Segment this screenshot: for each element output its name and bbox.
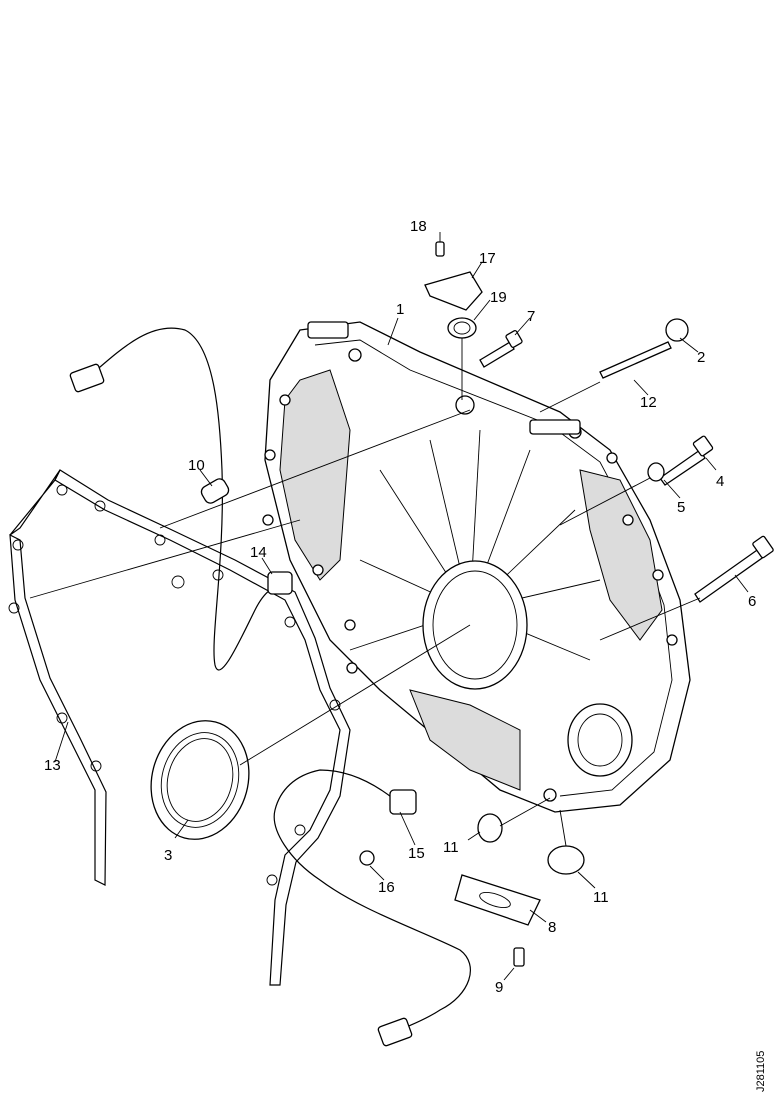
dowel-10 xyxy=(200,478,230,504)
callout-7: 7 xyxy=(527,308,535,325)
plug-2 xyxy=(665,318,689,342)
screw-9 xyxy=(513,947,525,967)
callout-14: 14 xyxy=(250,544,267,561)
leader-lines xyxy=(29,232,749,981)
callout-5: 5 xyxy=(677,499,685,516)
callout-8: 8 xyxy=(548,919,556,936)
callout-17: 17 xyxy=(479,250,496,267)
sensor-cable-15 xyxy=(273,769,471,1047)
callout-9: 9 xyxy=(495,979,503,996)
callout-2: 2 xyxy=(697,349,705,366)
callout-4: 4 xyxy=(716,473,724,490)
bolt-4 xyxy=(659,449,706,486)
callout-19: 19 xyxy=(490,289,507,306)
reference-code: J281105 xyxy=(755,1051,767,1092)
bolt-7 xyxy=(479,341,515,368)
callout-labels: 1 2 3 4 5 6 7 8 9 10 11 11 12 13 14 15 1… xyxy=(44,218,756,996)
cover-17 xyxy=(424,271,483,311)
washer-5 xyxy=(647,462,665,482)
seal-3 xyxy=(150,720,250,840)
seal-19 xyxy=(447,317,477,339)
screw-16 xyxy=(359,850,375,866)
callout-18: 18 xyxy=(410,218,427,235)
callout-16: 16 xyxy=(378,879,395,896)
callout-11-right: 11 xyxy=(593,889,609,906)
sensor-cable-14 xyxy=(69,327,293,671)
flywheel-housing xyxy=(262,321,691,813)
callout-1: 1 xyxy=(396,301,404,318)
plug-11a xyxy=(477,813,503,843)
callout-11-left: 11 xyxy=(443,839,459,856)
callout-13: 13 xyxy=(44,757,61,774)
callout-10: 10 xyxy=(188,457,205,474)
housing-gasket xyxy=(8,469,351,986)
callout-12: 12 xyxy=(640,394,657,411)
screw-18 xyxy=(435,241,445,257)
callout-3: 3 xyxy=(164,847,172,864)
callout-6: 6 xyxy=(748,593,756,610)
stud-12 xyxy=(599,341,672,379)
plug-11b xyxy=(547,845,585,875)
callout-15: 15 xyxy=(408,845,425,862)
cover-8 xyxy=(454,874,541,926)
